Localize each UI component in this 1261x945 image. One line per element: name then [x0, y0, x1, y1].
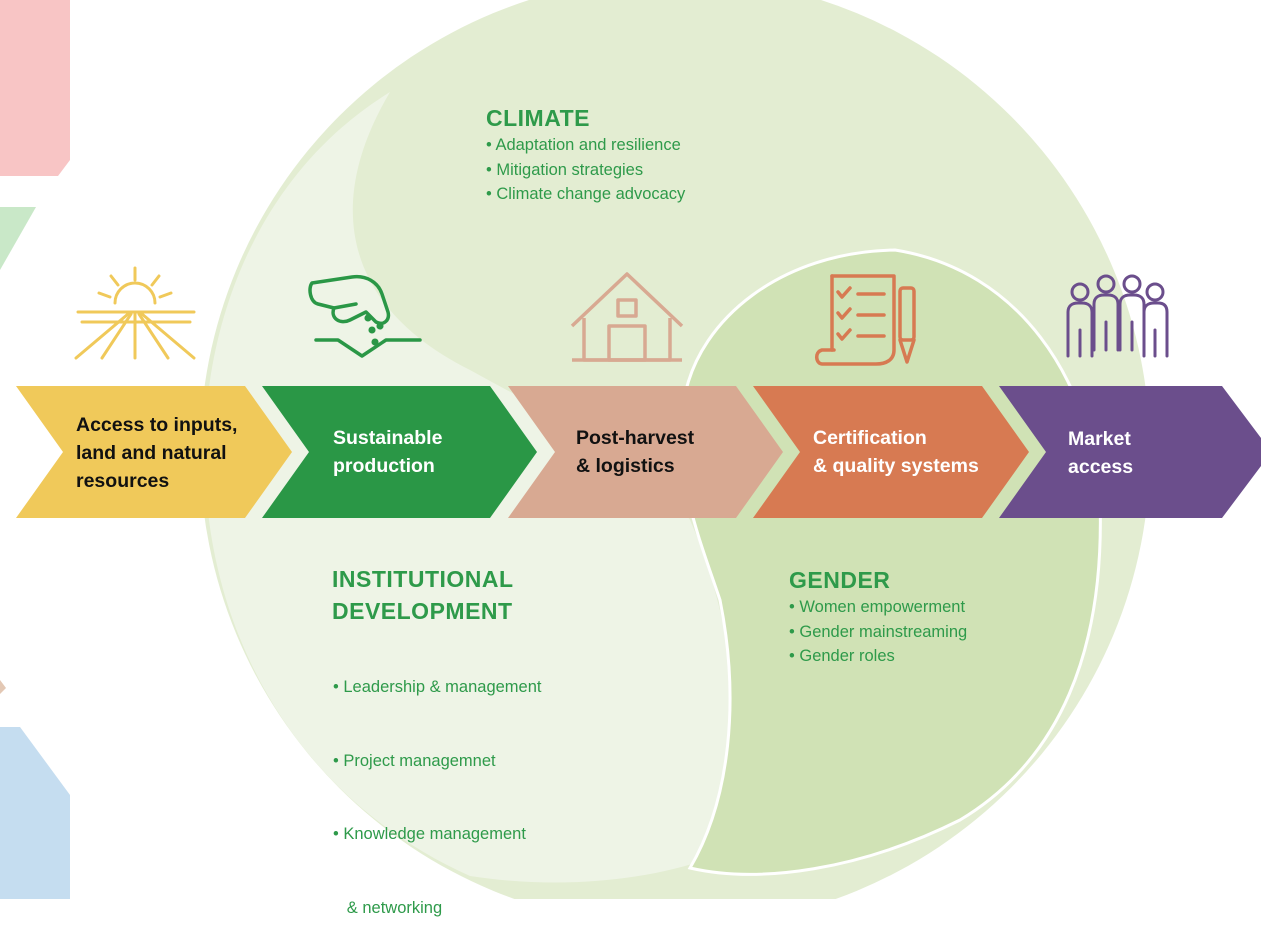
institutional-list: • Leadership & management • Project mana… — [333, 626, 542, 945]
stage-arrow-access — [16, 386, 292, 518]
list-item: • Project managemnet — [333, 751, 496, 770]
gender-heading: GENDER — [789, 567, 891, 593]
list-item: • Adaptation and resilience — [486, 136, 681, 154]
stage-label-market: Market access — [1068, 428, 1134, 478]
institutional-heading: INSTITUTIONAL DEVELOPMENT — [332, 566, 514, 624]
stage-arrow-certification — [753, 386, 1029, 518]
list-item: • Gender mainstreaming — [789, 622, 968, 641]
climate-heading: CLIMATE — [486, 105, 591, 131]
list-item: & networking — [333, 898, 443, 917]
list-item: • Knowledge management — [333, 825, 526, 843]
stage-arrow-production — [262, 386, 537, 518]
gender-lobe — [679, 248, 1102, 876]
list-item: • Gender roles — [789, 647, 895, 665]
barn-icon — [570, 272, 684, 362]
edge-fragment-blue — [0, 727, 70, 899]
list-item: • Women empowerment — [789, 598, 966, 616]
sun-over-field-icon — [74, 266, 196, 360]
climate-list: • Adaptation and resilience • Mitigation… — [486, 133, 685, 207]
stage-arrow-market — [999, 386, 1261, 518]
hand-sowing-seeds-icon — [308, 274, 422, 358]
edge-fragment-green — [0, 207, 36, 270]
stage-label-postharvest: Post-harvest & logistics — [576, 427, 695, 477]
list-item: • Climate change advocacy — [486, 185, 686, 203]
stage-label-production: Sustainable production — [333, 427, 443, 477]
value-chain-diagram — [0, 0, 1261, 899]
list-item: • Mitigation strategies — [486, 160, 644, 179]
group-of-people-icon — [1066, 274, 1169, 358]
checklist-with-pen-icon — [815, 274, 916, 366]
stage-label-certification: Certification & quality systems — [813, 427, 979, 477]
stage-label-access: Access to inputs, land and natural resou… — [76, 414, 238, 492]
list-item: • Leadership & management — [333, 678, 542, 696]
edge-fragment-pink — [0, 0, 70, 176]
gender-list: • Women empowerment • Gender mainstreami… — [789, 595, 967, 669]
edge-fragment-tan — [0, 680, 6, 694]
stage-arrow-postharvest — [508, 386, 783, 518]
